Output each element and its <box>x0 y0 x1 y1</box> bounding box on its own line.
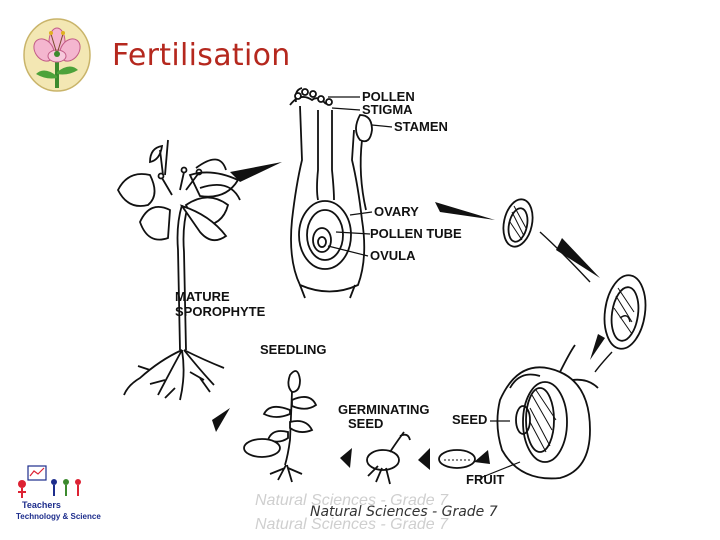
label-germinating: GERMINATING <box>338 402 429 417</box>
teachers-brand: Teachers Technology & Science <box>14 462 101 524</box>
arrow-to-mature-icon <box>212 408 230 432</box>
label-pollen-tube: POLLEN TUBE <box>370 226 462 241</box>
label-stigma: STIGMA <box>362 102 413 117</box>
arrow-to-seedling-icon <box>340 448 352 468</box>
ground-seed-illustration <box>438 449 476 469</box>
footer-text: Natural Sciences - Grade 7 <box>310 504 498 520</box>
flower-cross-section-illustration <box>289 87 393 299</box>
label-germinating-seed: SEED <box>348 416 383 431</box>
seedling-illustration <box>243 370 318 483</box>
flower-logo-icon <box>23 18 91 92</box>
teachers-logo-icon <box>18 465 81 498</box>
arrow-to-flower-icon <box>230 162 282 182</box>
label-pollen: POLLEN <box>362 89 415 104</box>
cycle-arrows <box>212 162 605 470</box>
brand-line-1: Teachers <box>22 500 61 510</box>
label-mature: MATURE <box>175 289 230 304</box>
mature-sporophyte-illustration <box>116 139 241 401</box>
label-sporophyte: SPOROPHYTE <box>175 304 266 319</box>
seed-embryo-illustration <box>603 274 647 350</box>
label-seedling: SEEDLING <box>260 342 326 357</box>
label-ovary: OVARY <box>374 204 419 219</box>
arrow-to-seed-icon <box>435 202 495 220</box>
arrow-to-ground-seed-icon <box>474 450 490 464</box>
brand-line-2: Technology & Science <box>16 512 101 521</box>
label-stamen: STAMEN <box>394 119 448 134</box>
arrow-to-fruit-icon <box>590 334 605 360</box>
seed-illustration <box>502 198 534 248</box>
footer-ghost-top: Natural Sciences - Grade 7 <box>255 492 448 509</box>
fruit-illustration <box>496 344 599 480</box>
arrow-to-embryo-icon <box>556 238 600 278</box>
label-fruit: FRUIT <box>466 472 504 487</box>
label-ovula: OVULA <box>370 248 416 263</box>
page-title: Fertilisation <box>112 38 291 73</box>
footer-ghost-bottom: Natural Sciences - Grade 7 <box>255 516 448 533</box>
label-seed: SEED <box>452 412 487 427</box>
germinating-seed-illustration <box>366 431 411 485</box>
arrow-to-germination-icon <box>418 448 430 470</box>
